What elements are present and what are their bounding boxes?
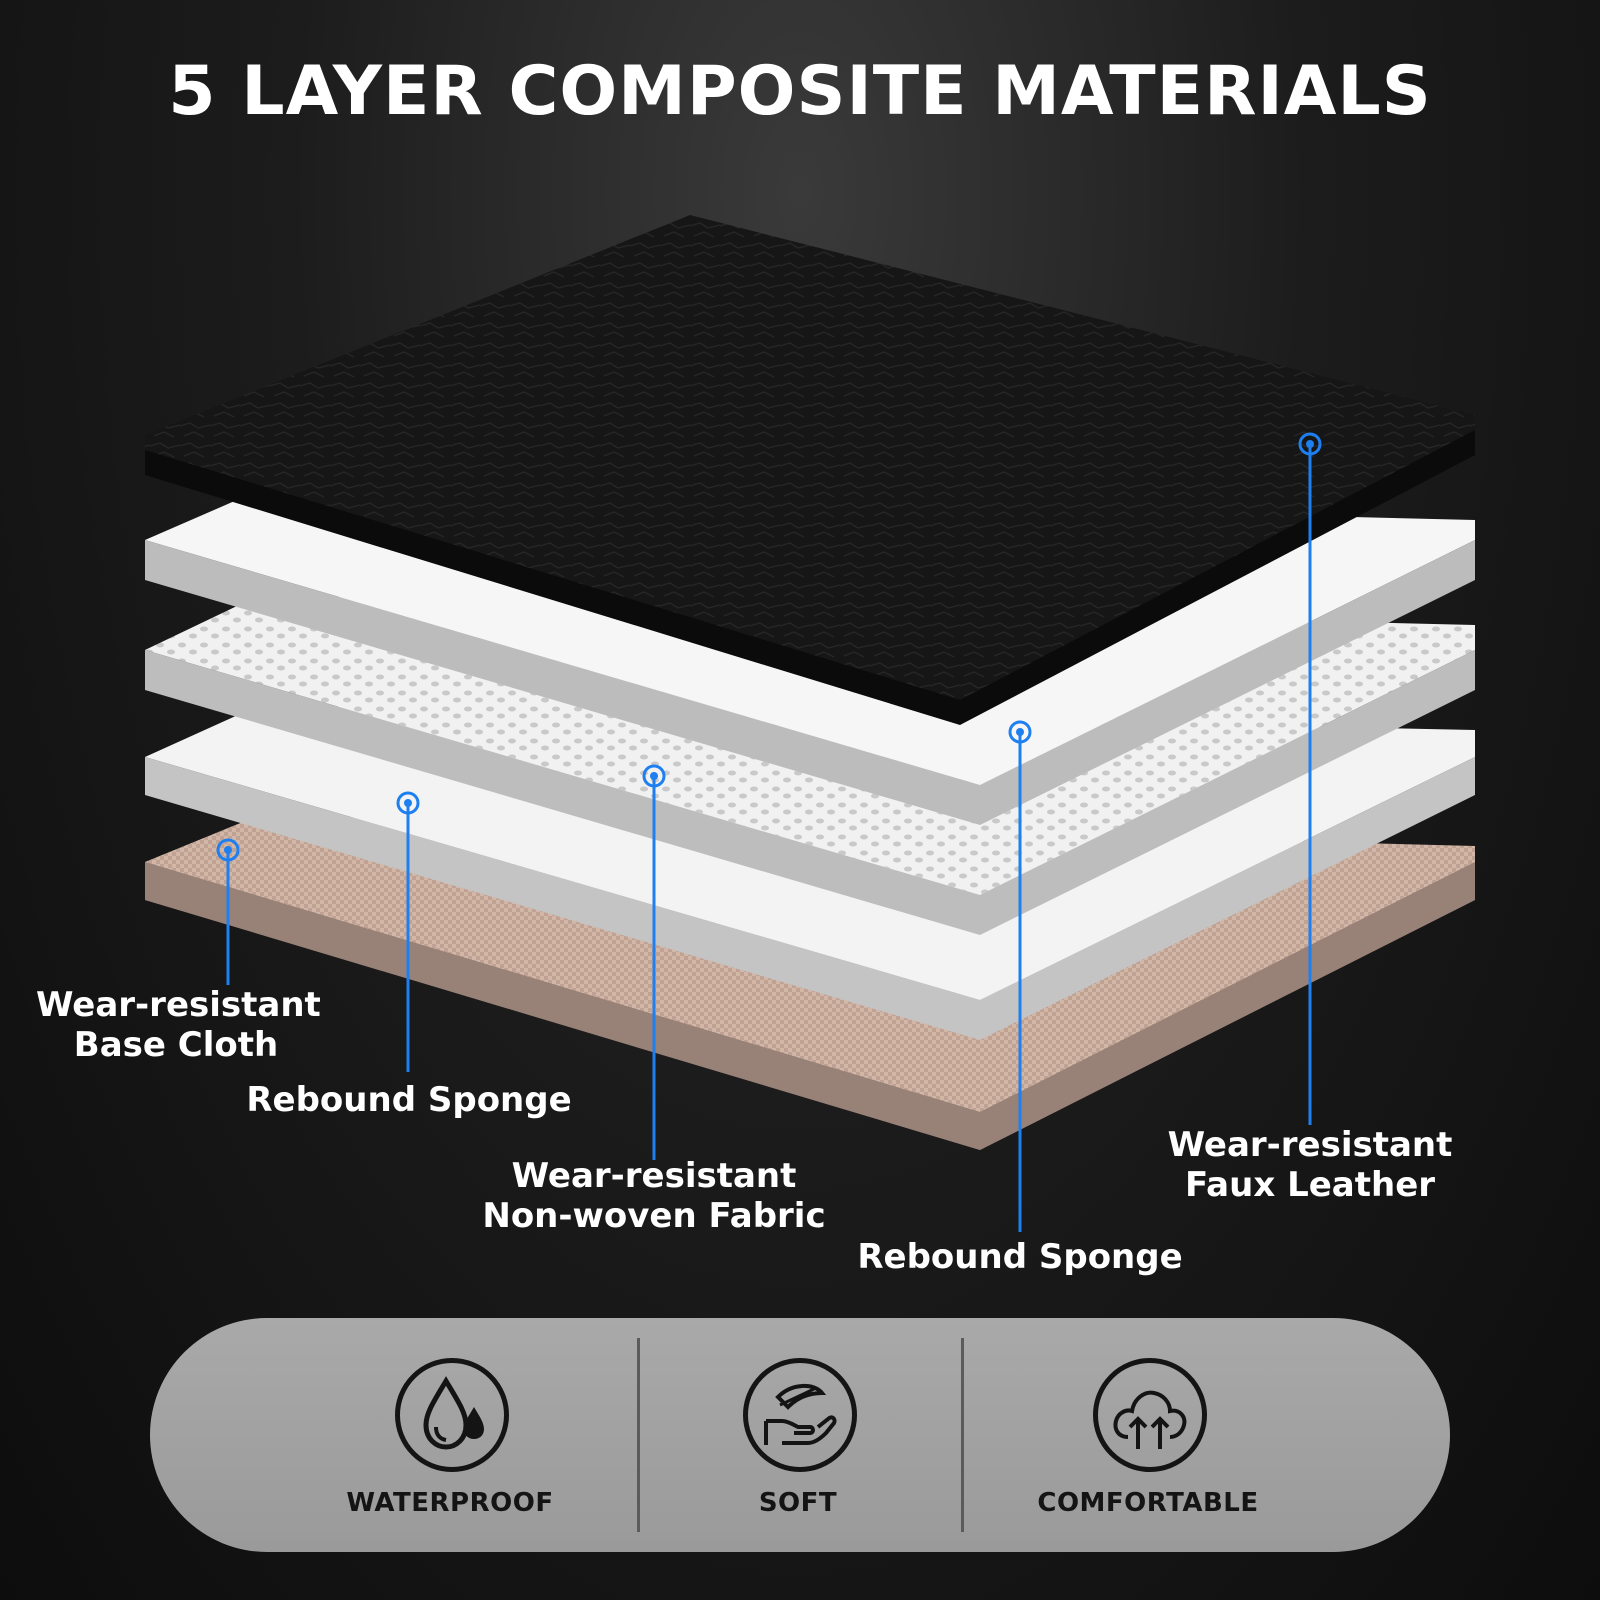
label-rebound-sponge-left: Rebound Sponge bbox=[246, 1080, 572, 1120]
panel-divider bbox=[637, 1338, 640, 1532]
callout-rebound-sponge-left bbox=[396, 791, 420, 1072]
hand-feather-icon bbox=[743, 1358, 857, 1472]
feature-waterproof-label: WATERPROOF bbox=[346, 1488, 554, 1518]
label-base-cloth: Wear-resistant Base Cloth bbox=[36, 985, 321, 1065]
callout-base-cloth bbox=[216, 838, 240, 985]
features-panel: WATERPROOF SOFT COMFORTABLE bbox=[150, 1318, 1450, 1552]
feature-soft: SOFT bbox=[628, 1318, 968, 1552]
cloud-arrows-icon bbox=[1093, 1358, 1207, 1472]
feature-comfortable-label: COMFORTABLE bbox=[1037, 1488, 1259, 1518]
callout-non-woven bbox=[642, 764, 666, 1160]
label-base-cloth-line2: Base Cloth bbox=[73, 1025, 279, 1065]
label-non-woven-line2: Non-woven Fabric bbox=[482, 1196, 826, 1236]
label-faux-leather-line2: Faux Leather bbox=[1184, 1165, 1436, 1205]
page-title: 5 LAYER COMPOSITE MATERIALS bbox=[168, 52, 1432, 131]
label-non-woven: Wear-resistant Non-woven Fabric bbox=[474, 1156, 834, 1236]
callout-rebound-sponge-right bbox=[1008, 720, 1032, 1232]
label-non-woven-line1: Wear-resistant bbox=[511, 1156, 797, 1196]
feature-soft-label: SOFT bbox=[758, 1488, 838, 1518]
callout-faux-leather bbox=[1298, 432, 1322, 1125]
panel-divider bbox=[961, 1338, 964, 1532]
feature-comfortable: COMFORTABLE bbox=[978, 1318, 1318, 1552]
label-base-cloth-line1: Wear-resistant bbox=[36, 985, 321, 1025]
layer-faux-leather bbox=[145, 215, 1475, 725]
feature-waterproof: WATERPROOF bbox=[280, 1318, 620, 1552]
label-faux-leather-line1: Wear-resistant bbox=[1167, 1125, 1453, 1165]
label-rebound-sponge-right: Rebound Sponge bbox=[857, 1237, 1183, 1277]
label-faux-leather: Wear-resistant Faux Leather bbox=[1160, 1125, 1460, 1205]
water-drop-icon bbox=[395, 1358, 509, 1472]
